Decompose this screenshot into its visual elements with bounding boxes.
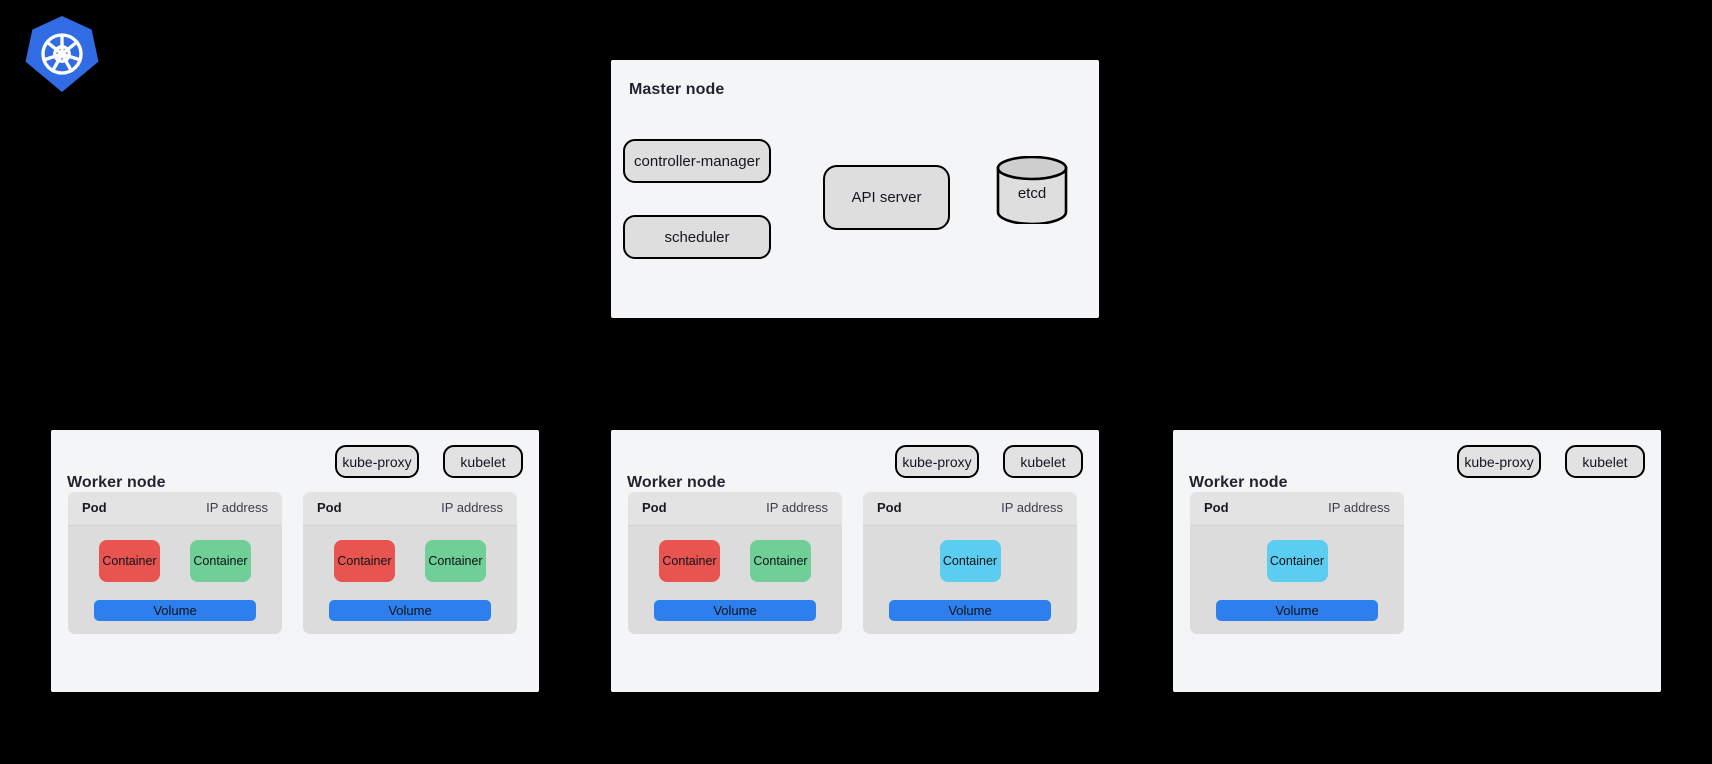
- container-chip[interactable]: Container: [659, 540, 720, 582]
- master-node-panel: Master node controller-manager scheduler…: [611, 60, 1099, 318]
- container-chip[interactable]: Container: [939, 540, 1001, 582]
- pod-body: Container Container Volume: [68, 526, 282, 634]
- pod-label: Pod: [877, 500, 902, 515]
- controller-manager-box[interactable]: controller-manager: [623, 139, 771, 183]
- pod-header: Pod IP address: [1190, 492, 1404, 526]
- container-row: Container: [1190, 540, 1404, 582]
- etcd-label: etcd: [1017, 185, 1047, 202]
- pod-body: Container Volume: [1190, 526, 1404, 634]
- etcd-cylinder-icon: [996, 155, 1068, 226]
- volume-label: Volume: [388, 603, 432, 618]
- kube-proxy-label: kube-proxy: [342, 453, 412, 470]
- worker-node-1-pod-1[interactable]: Pod IP address Container Container Volum…: [68, 492, 282, 634]
- volume-label: Volume: [713, 603, 757, 618]
- pod-body: Container Container Volume: [628, 526, 842, 634]
- kubelet-label: kubelet: [1582, 453, 1628, 470]
- volume-label: Volume: [948, 603, 992, 618]
- kube-proxy-label: kube-proxy: [1464, 453, 1534, 470]
- volume-bar[interactable]: Volume: [329, 600, 491, 621]
- kubelet-label: kubelet: [1020, 453, 1066, 470]
- volume-label: Volume: [1275, 603, 1319, 618]
- worker-node-3-panel: Worker node kube-proxy kubelet Pod IP ad…: [1173, 430, 1661, 692]
- pod-header: Pod IP address: [863, 492, 1077, 526]
- volume-label: Volume: [153, 603, 197, 618]
- controller-manager-label: controller-manager: [634, 152, 760, 170]
- worker-node-1-kube-proxy-box[interactable]: kube-proxy: [335, 445, 419, 478]
- container-label: Container: [102, 554, 157, 568]
- kube-proxy-label: kube-proxy: [902, 453, 972, 470]
- pod-body: Container Container Volume: [303, 526, 517, 634]
- worker-node-2-kubelet-box[interactable]: kubelet: [1003, 445, 1083, 478]
- container-chip[interactable]: Container: [425, 540, 486, 582]
- api-server-label: API server: [851, 189, 922, 206]
- pod-body: Container Volume: [863, 526, 1077, 634]
- worker-node-1-panel: Worker node kube-proxy kubelet Pod IP ad…: [51, 430, 539, 692]
- container-label: Container: [337, 554, 392, 568]
- container-row: Container Container: [68, 540, 282, 582]
- worker-node-2-pod-2[interactable]: Pod IP address Container Volume: [863, 492, 1077, 634]
- container-label: Container: [193, 554, 248, 568]
- pod-header: Pod IP address: [303, 492, 517, 526]
- kubelet-label: kubelet: [460, 453, 506, 470]
- container-row: Container Container: [628, 540, 842, 582]
- container-row: Container Container: [303, 540, 517, 582]
- etcd-database-shape[interactable]: etcd: [996, 155, 1068, 226]
- worker-node-2-title: Worker node: [627, 474, 726, 491]
- wheel-hub: [58, 50, 66, 58]
- pod-label: Pod: [642, 500, 667, 515]
- pod-ip-address-label: IP address: [441, 500, 503, 515]
- worker-node-3-kube-proxy-box[interactable]: kube-proxy: [1457, 445, 1541, 478]
- volume-bar[interactable]: Volume: [654, 600, 816, 621]
- worker-node-2-pod-1[interactable]: Pod IP address Container Container Volum…: [628, 492, 842, 634]
- container-label: Container: [662, 554, 717, 568]
- volume-bar[interactable]: Volume: [1216, 600, 1378, 621]
- container-chip[interactable]: Container: [190, 540, 251, 582]
- master-node-title: Master node: [629, 81, 725, 98]
- pod-ip-address-label: IP address: [1328, 500, 1390, 515]
- worker-node-1-kubelet-box[interactable]: kubelet: [443, 445, 523, 478]
- pod-ip-address-label: IP address: [206, 500, 268, 515]
- worker-node-3-title: Worker node: [1189, 474, 1288, 491]
- pod-ip-address-label: IP address: [1001, 500, 1063, 515]
- volume-bar[interactable]: Volume: [889, 600, 1051, 621]
- container-label: Container: [1269, 554, 1325, 568]
- container-chip[interactable]: Container: [99, 540, 160, 582]
- worker-node-2-kube-proxy-box[interactable]: kube-proxy: [895, 445, 979, 478]
- container-chip[interactable]: Container: [750, 540, 811, 582]
- pod-header: Pod IP address: [628, 492, 842, 526]
- volume-bar[interactable]: Volume: [94, 600, 256, 621]
- pod-label: Pod: [317, 500, 342, 515]
- pod-label: Pod: [1204, 500, 1229, 515]
- api-server-box[interactable]: API server: [823, 165, 950, 230]
- worker-node-1-title: Worker node: [67, 474, 166, 491]
- pod-ip-address-label: IP address: [766, 500, 828, 515]
- kubernetes-logo: [24, 14, 100, 94]
- container-chip[interactable]: Container: [334, 540, 395, 582]
- worker-node-3-kubelet-box[interactable]: kubelet: [1565, 445, 1645, 478]
- pod-label: Pod: [82, 500, 107, 515]
- worker-node-1-pod-2[interactable]: Pod IP address Container Container Volum…: [303, 492, 517, 634]
- worker-node-2-panel: Worker node kube-proxy kubelet Pod IP ad…: [611, 430, 1099, 692]
- container-row: Container: [863, 540, 1077, 582]
- container-label: Container: [942, 554, 998, 568]
- scheduler-label: scheduler: [664, 228, 730, 246]
- scheduler-box[interactable]: scheduler: [623, 215, 771, 259]
- pod-header: Pod IP address: [68, 492, 282, 526]
- container-label: Container: [753, 554, 808, 568]
- container-label: Container: [428, 554, 483, 568]
- container-chip[interactable]: Container: [1266, 540, 1328, 582]
- worker-node-3-pod-1[interactable]: Pod IP address Container Volume: [1190, 492, 1404, 634]
